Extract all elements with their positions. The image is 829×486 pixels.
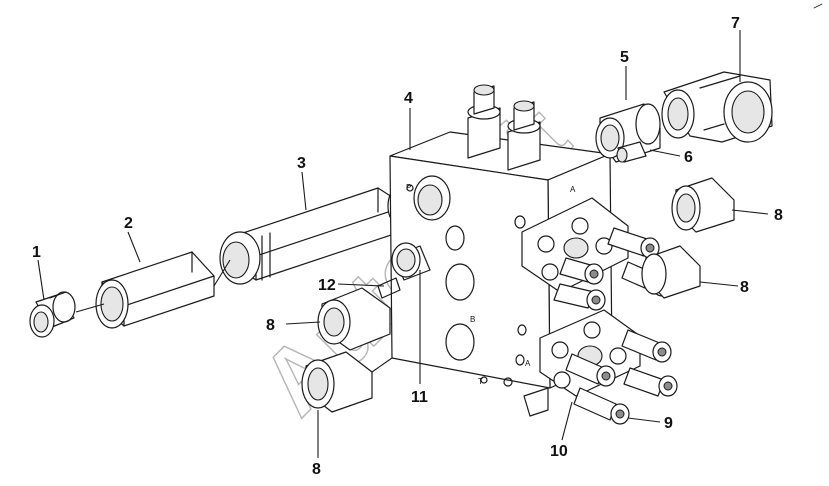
port-marking-a: A	[570, 185, 576, 194]
part-5-fitting	[595, 103, 661, 163]
callout-3: 3	[297, 155, 306, 172]
callout-5: 5	[620, 49, 629, 66]
part-1-fitting	[29, 291, 76, 338]
callout-8-bottom: 8	[312, 461, 321, 478]
callout-11: 11	[411, 389, 428, 406]
callout-8-left: 8	[266, 317, 275, 334]
part-6-nipple	[616, 141, 647, 163]
corner-mark	[813, 3, 823, 9]
callout-8-upper-right: 8	[774, 207, 783, 224]
callout-1: 1	[32, 244, 41, 261]
part-8-fitting-lower-left	[301, 351, 373, 413]
port-marking-small-a: A	[525, 359, 531, 368]
callout-9: 9	[664, 415, 673, 432]
part-7-tee-fitting	[661, 71, 773, 143]
callouts: 1 2 3 4 5 6 7 8 8 8 8 9 10 11 12	[32, 15, 783, 478]
port-marking-p: P	[406, 183, 411, 192]
callout-6: 6	[684, 149, 693, 166]
part-11-12-fitting	[377, 242, 431, 299]
part-8-fitting-mid-right	[641, 245, 701, 299]
callout-4: 4	[404, 90, 413, 107]
callout-8-mid-right: 8	[740, 279, 749, 296]
block-port-ring	[413, 175, 451, 221]
part-8-fitting-upper-right	[671, 177, 735, 233]
part-8-fitting-left	[317, 287, 391, 351]
port-marking-b: B	[470, 315, 475, 324]
part-9-bolts-lower	[565, 329, 678, 425]
leader-lines	[37, 30, 769, 458]
callout-12: 12	[318, 277, 336, 294]
callout-7: 7	[731, 15, 740, 32]
callout-10: 10	[550, 443, 568, 460]
callout-2: 2	[124, 215, 133, 232]
port-marking-t: T	[478, 377, 483, 386]
part-2-hex-coupling	[95, 251, 215, 329]
